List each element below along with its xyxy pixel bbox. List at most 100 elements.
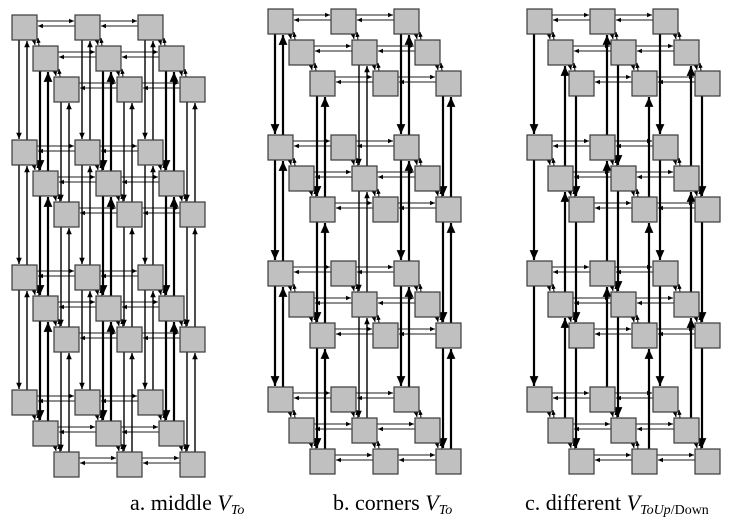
link-diagonal [614,283,619,293]
link-diagonal [693,442,699,449]
node [11,389,38,416]
link-diagonal [313,62,318,72]
vertical-links [270,34,456,449]
caption-b: b. corners VTo [333,490,452,519]
node [116,76,143,103]
link-diagonal [677,31,682,41]
link-diagonal [183,318,188,328]
link-diagonal [630,316,636,323]
link-diagonal [413,411,419,418]
link-diagonal [287,33,293,40]
link-diagonal [57,193,62,203]
link-diagonal [120,443,125,453]
node [330,134,357,161]
link-diagonal [546,411,552,418]
link-diagonal [120,193,125,203]
node [53,451,80,478]
node [526,134,553,161]
node [694,322,721,349]
node [414,39,441,66]
node [309,70,336,97]
node [673,417,700,444]
link-diagonal [698,188,703,198]
node [610,39,637,66]
link-diagonal [178,195,184,202]
caption-a-var: V [217,490,231,515]
link-diagonal [439,188,444,198]
node [631,70,658,97]
node [32,295,59,322]
node [288,417,315,444]
link-diagonal [609,159,615,166]
panel-a-middle-vto [11,14,206,478]
node [179,451,206,478]
link-diagonal [371,316,377,323]
link-diagonal [434,190,440,197]
link-diagonal [178,320,184,327]
link-diagonal [371,64,377,71]
node [158,170,185,197]
link-diagonal [609,33,615,40]
link-diagonal [677,157,682,167]
node [652,8,679,35]
link-diagonal [698,62,703,72]
node [568,322,595,349]
link-diagonal [52,70,58,77]
link-diagonal [413,33,419,40]
node [179,201,206,228]
node [137,389,164,416]
link-diagonal [36,287,41,297]
link-diagonal [287,159,293,166]
edges [287,12,444,463]
link-diagonal [572,62,577,72]
node [372,448,399,475]
node [137,14,164,41]
link-diagonal [308,190,314,197]
link-diagonal [115,195,121,202]
node [652,386,679,413]
link-diagonal [439,314,444,324]
node [351,39,378,66]
link-diagonal [635,188,640,198]
link-diagonal [287,285,293,292]
link-diagonal [157,414,163,421]
link-diagonal [355,31,360,41]
link-diagonal [36,37,41,47]
node [288,39,315,66]
node [547,39,574,66]
nodes [526,8,721,475]
link-diagonal [287,411,293,418]
link-diagonal [52,445,58,452]
panel-c-different-vtoupdown [526,8,721,475]
node [95,420,122,447]
node [53,201,80,228]
node [393,386,420,413]
link-diagonal [693,190,699,197]
link-diagonal [313,188,318,198]
link-diagonal [57,68,62,78]
node [414,165,441,192]
node [288,291,315,318]
node [267,8,294,35]
link-diagonal [162,162,167,172]
caption-c-var: V [626,490,641,515]
link-diagonal [36,412,41,422]
link-diagonal [439,440,444,450]
link-diagonal [31,39,37,46]
link-diagonal [546,159,552,166]
link-diagonal [31,289,37,296]
link-diagonal [551,409,556,419]
node [116,201,143,228]
node [330,386,357,413]
node [372,196,399,223]
caption-b-sub: To [438,503,453,518]
node [631,322,658,349]
link-diagonal [434,316,440,323]
link-diagonal [371,190,377,197]
node [267,260,294,287]
link-diagonal [157,39,163,46]
node [435,70,462,97]
link-diagonal [355,409,360,419]
link-diagonal [672,159,678,166]
